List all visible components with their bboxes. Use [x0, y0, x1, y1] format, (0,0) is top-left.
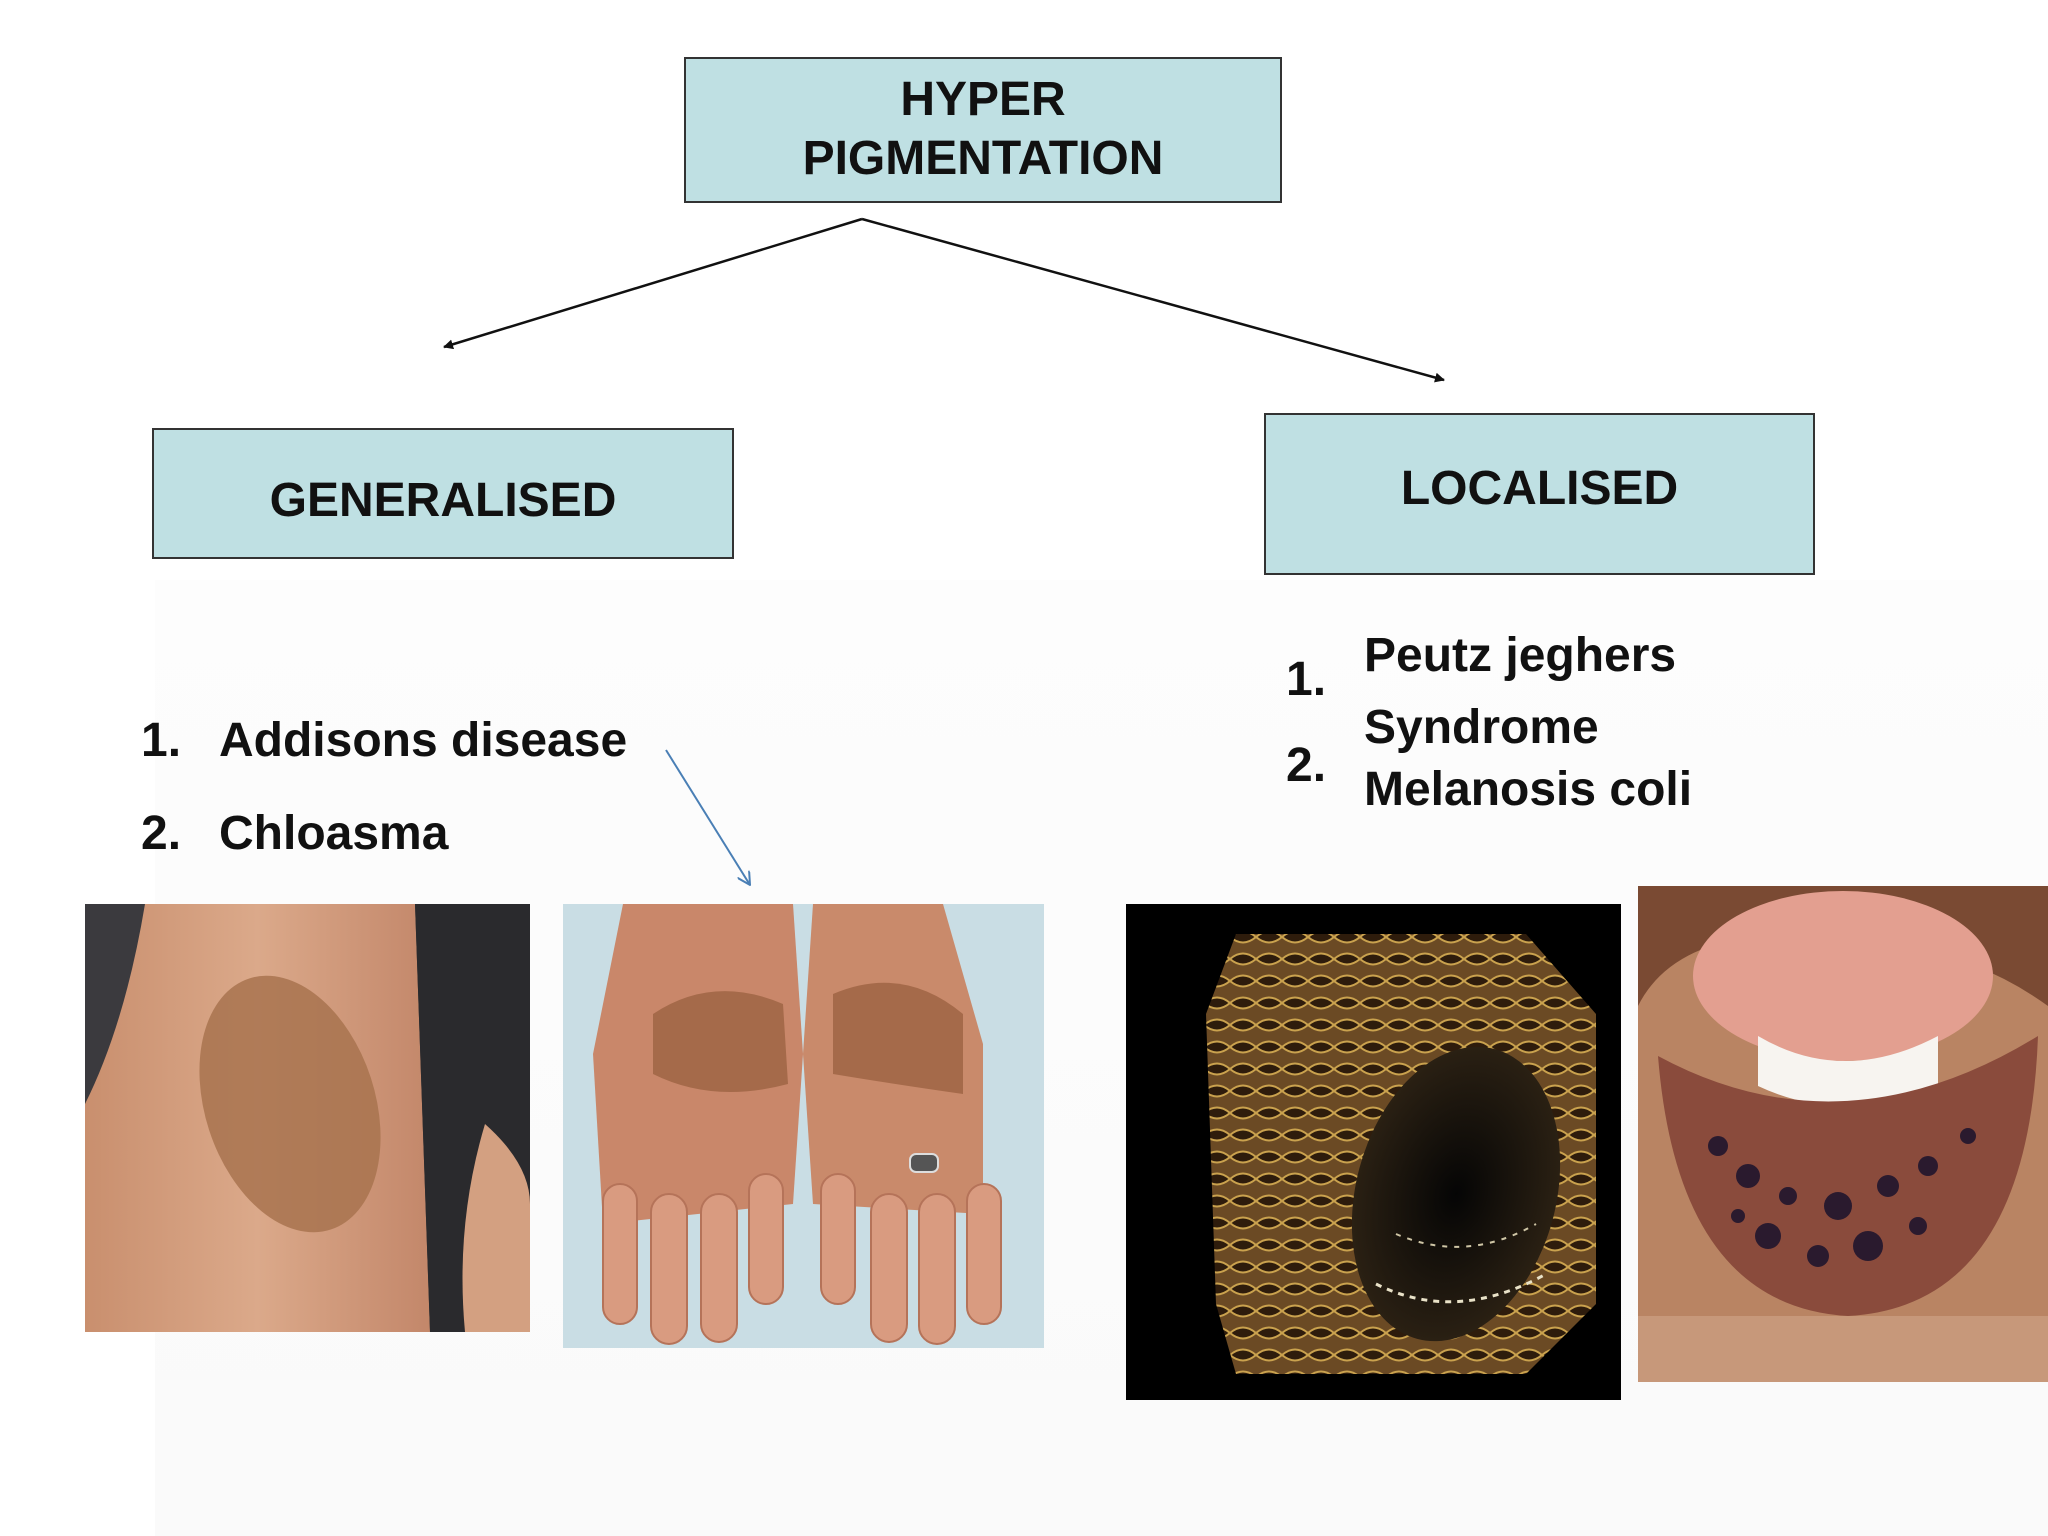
generalised-title: GENERALISED [269, 474, 617, 527]
root-node-hyperpigmentation: HYPER PIGMENTATION [684, 57, 1282, 203]
node-localised: LOCALISED [1264, 413, 1815, 575]
root-line-1: HYPER [900, 73, 1066, 127]
arm-skin-patch-photo [85, 904, 530, 1332]
localised-item-2-number: 2. [1286, 739, 1327, 792]
node-generalised: GENERALISED [152, 428, 734, 559]
localised-line-2: Syndrome [1364, 701, 1599, 754]
localised-item-1-number: 1. [1286, 653, 1327, 706]
root-line-2: PIGMENTATION [802, 132, 1164, 185]
localised-line-1: Peutz jeghers [1364, 629, 1677, 682]
generalised-item-2-label: Chloasma [219, 807, 449, 860]
generalised-item-1-number: 1. [141, 714, 182, 767]
generalised-item-2-number: 2. [141, 807, 182, 860]
generalised-item-1-label: Addisons disease [219, 714, 628, 767]
endoscopy-colon-photo [1126, 904, 1621, 1400]
arrow-to-generalised [443, 217, 863, 350]
lips-freckles-photo [1638, 886, 2048, 1382]
arrow-to-localised [861, 217, 1445, 383]
localised-title: LOCALISED [1400, 461, 1679, 515]
hands-pigmentation-photo [563, 904, 1044, 1348]
localised-line-3: Melanosis coli [1364, 763, 1693, 816]
